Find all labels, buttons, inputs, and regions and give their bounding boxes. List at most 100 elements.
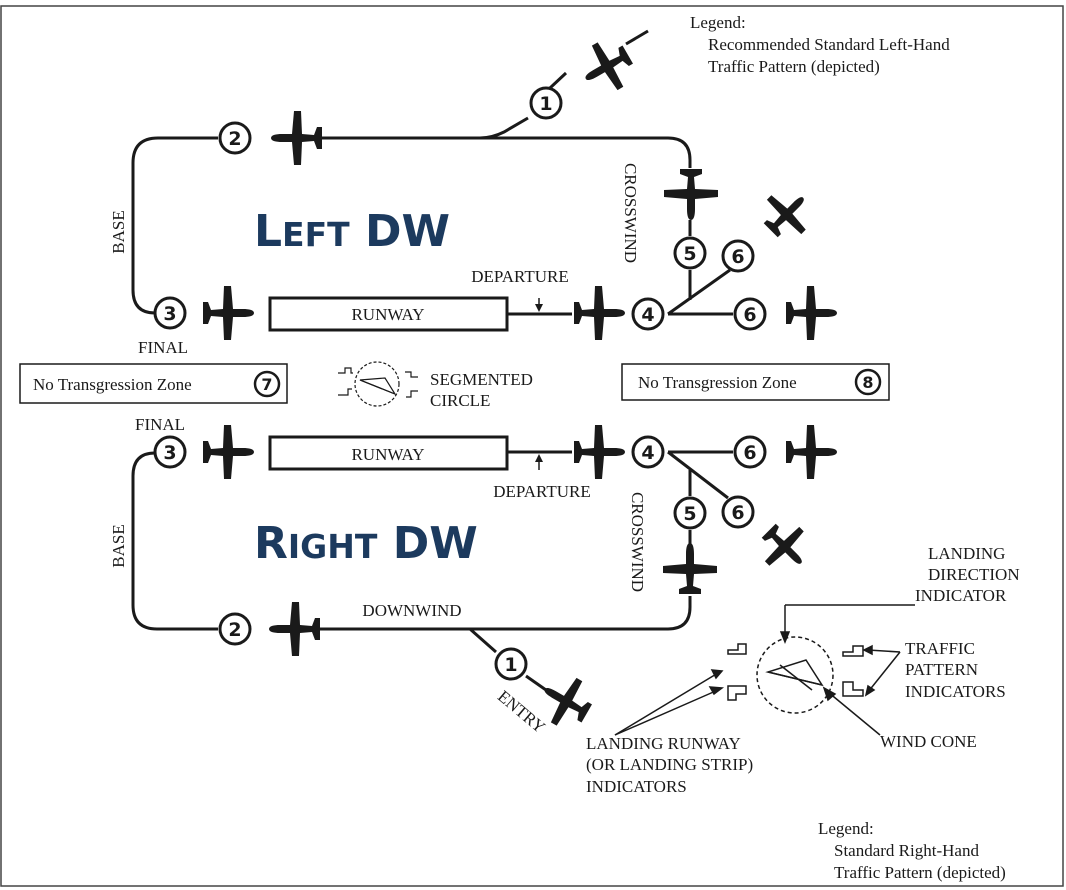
segmented-circle-small xyxy=(338,361,418,407)
left-entry-leg xyxy=(318,116,529,140)
airplane-icon xyxy=(271,111,322,165)
segmented-circle-line2: CIRCLE xyxy=(430,391,490,410)
svg-text:3: 3 xyxy=(163,442,176,464)
airplane-icon xyxy=(203,286,254,340)
svg-text:6: 6 xyxy=(743,442,756,464)
svg-text:5: 5 xyxy=(683,243,696,265)
legend-bottom-line2: Traffic Pattern (depicted) xyxy=(834,863,1006,882)
airplane-icon xyxy=(753,180,821,248)
marker-entry-right: 1 xyxy=(494,647,528,681)
left-base-leg xyxy=(131,136,218,315)
svg-text:1: 1 xyxy=(504,654,517,676)
landing-direction-label-2: DIRECTION xyxy=(928,565,1020,584)
right-exit-diagonal xyxy=(667,450,729,500)
airplane-icon xyxy=(751,513,819,581)
airplane-icon xyxy=(203,425,254,479)
left-runway xyxy=(268,296,509,332)
svg-text:5: 5 xyxy=(683,503,696,525)
svg-text:2: 2 xyxy=(228,619,241,641)
marker-exit-diagonal-right: 6 xyxy=(721,495,755,529)
legend-bottom-line1: Standard Right-Hand xyxy=(834,841,979,860)
legend-bottom-heading: Legend: xyxy=(818,819,874,838)
svg-text:6: 6 xyxy=(743,304,756,326)
diagram-frame xyxy=(0,5,1064,887)
landing-runway-label-3: INDICATORS xyxy=(586,777,687,796)
landing-direction-label-1: LANDING xyxy=(928,544,1005,563)
right-final-label: FINAL xyxy=(135,415,185,434)
zone-right-text: No Transgression Zone xyxy=(638,373,797,392)
left-downwind-leg xyxy=(480,136,692,168)
right-departure-label: DEPARTURE xyxy=(493,482,591,501)
airplane-icon xyxy=(269,602,320,656)
marker-final-right: 3 xyxy=(153,435,187,469)
marker-crosswind-left: 5 xyxy=(673,236,707,270)
right-entry-label: ENTRY xyxy=(494,687,549,737)
right-departure-arrowhead xyxy=(535,454,543,462)
svg-text:2: 2 xyxy=(228,128,241,150)
right-entry-tail xyxy=(525,674,547,692)
legend-top-heading: Legend: xyxy=(690,13,746,32)
landing-direction-label-3: INDICATOR xyxy=(915,586,1007,605)
right-pattern-lines xyxy=(131,450,733,692)
left-entry-arrow-tail xyxy=(625,29,649,46)
svg-text:4: 4 xyxy=(641,304,654,326)
right-base-label: BASE xyxy=(109,524,128,567)
no-transgression-zone-left: No Transgression Zone 7 xyxy=(19,363,288,404)
marker-departure-left: 4 xyxy=(631,297,665,331)
right-downwind-label: DOWNWIND xyxy=(362,601,461,620)
segmented-circle-detail xyxy=(727,636,864,714)
traffic-pattern-label-3: INDICATORS xyxy=(905,682,1006,701)
marker-departure-right: 4 xyxy=(631,435,665,469)
marker-crosswind-right: 5 xyxy=(673,496,707,530)
right-runway xyxy=(268,435,509,471)
left-runway-label: RUNWAY xyxy=(351,305,424,324)
legend-top-line1: Recommended Standard Left-Hand xyxy=(708,35,950,54)
right-crosswind-label: CROSSWIND xyxy=(628,492,647,592)
left-crosswind-label: CROSSWIND xyxy=(621,163,640,263)
left-pattern-lines xyxy=(131,29,733,316)
segmented-circle-line1: SEGMENTED xyxy=(430,370,533,389)
zone-right-number: 8 xyxy=(862,373,873,392)
right-base-leg xyxy=(131,451,218,631)
no-transgression-zone-right: No Transgression Zone 8 xyxy=(621,363,890,401)
zone-left-number: 7 xyxy=(261,375,272,394)
left-base-label: BASE xyxy=(109,210,128,253)
left-departure-label: DEPARTURE xyxy=(471,267,569,286)
airplane-icon xyxy=(663,543,717,594)
wind-cone-label: WIND CONE xyxy=(880,732,977,751)
marker-exit-straight-left: 6 xyxy=(733,297,767,331)
airplane-icon xyxy=(574,286,625,340)
svg-text:4: 4 xyxy=(641,442,654,464)
right-entry-leg xyxy=(469,627,497,654)
svg-text:6: 6 xyxy=(731,502,744,524)
svg-text:3: 3 xyxy=(163,303,176,325)
left-pattern-title: LEFT DW xyxy=(254,206,450,257)
airplane-icon xyxy=(786,286,837,340)
zone-left-text: No Transgression Zone xyxy=(33,375,192,394)
airplane-icon xyxy=(574,425,625,479)
svg-text:1: 1 xyxy=(539,93,552,115)
marker-exit-straight-right: 6 xyxy=(733,435,767,469)
marker-final-left: 3 xyxy=(153,296,187,330)
traffic-pattern-label-2: PATTERN xyxy=(905,660,978,679)
legend-top-line2: Traffic Pattern (depicted) xyxy=(708,57,880,76)
right-downwind-leg xyxy=(318,596,692,631)
svg-text:6: 6 xyxy=(731,246,744,268)
marker-base-turn-right: 2 xyxy=(218,612,252,646)
left-final-label: FINAL xyxy=(138,338,188,357)
right-pattern-title: RIGHT DW xyxy=(254,518,478,569)
marker-base-turn-left: 2 xyxy=(218,121,252,155)
marker-entry-left: 1 xyxy=(529,86,563,120)
right-runway-label: RUNWAY xyxy=(351,445,424,464)
airplane-icon xyxy=(664,169,718,220)
indicator-pointer-lines xyxy=(614,604,915,736)
marker-exit-diagonal-left: 6 xyxy=(721,239,755,273)
airplane-icon xyxy=(786,425,837,479)
left-departure-arrowhead xyxy=(535,304,543,312)
traffic-pattern-label-1: TRAFFIC xyxy=(905,639,975,658)
left-exit-diagonal xyxy=(667,268,731,316)
numbered-markers: 1 2 5 6 3 4 6 3 xyxy=(153,86,767,681)
left-entry-tail xyxy=(548,71,568,90)
landing-runway-label-1: LANDING RUNWAY xyxy=(586,734,741,753)
